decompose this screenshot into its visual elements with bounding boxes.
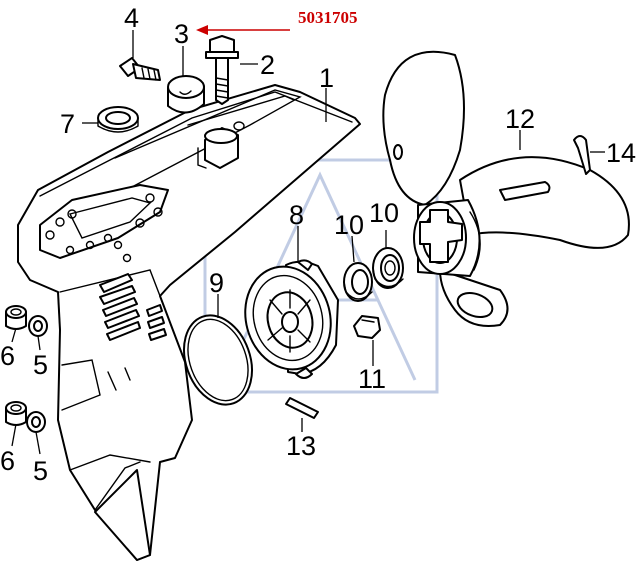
seal-part-7: [97, 106, 139, 133]
spacer-part-3: [167, 75, 205, 114]
reference-number: 5031705: [298, 8, 358, 27]
callout-number: 11: [358, 364, 386, 394]
leader-lines: [11, 30, 605, 455]
callout-number: 4: [124, 3, 139, 33]
callout-number: 5: [33, 456, 48, 486]
callout-number: 10: [369, 198, 399, 228]
callout-number: 5: [33, 350, 48, 380]
pin-part-13: [285, 397, 319, 419]
callout-number: 13: [286, 431, 316, 461]
gearcase-housing: [17, 84, 361, 561]
o-ring-part-9: [183, 314, 253, 406]
bolt-part-2: [205, 35, 239, 105]
callout-number: 3: [174, 19, 189, 49]
washer-part-5-upper: [28, 315, 48, 337]
callout-number: 7: [60, 109, 75, 139]
callout-number: 6: [0, 446, 15, 476]
callout-number: 10: [334, 210, 364, 240]
oil-seal-part-10-right: [372, 247, 404, 289]
bolt-part-11: [353, 315, 381, 339]
drain-plug-part-6-upper: [5, 305, 27, 330]
callout-number: 6: [0, 341, 15, 371]
oil-seal-part-10-left: [343, 262, 373, 302]
callout-number: 9: [209, 268, 224, 298]
bolt-part-4: [119, 57, 161, 81]
drain-plug-part-6-lower: [5, 401, 27, 426]
propeller-part-12: [382, 50, 630, 327]
bearing-housing-part-8: [244, 259, 339, 379]
callout-number: 14: [606, 138, 636, 168]
washer-part-5-lower: [26, 411, 46, 433]
reference-callout: 5031705: [196, 8, 358, 35]
callout-number: 1: [319, 63, 334, 93]
callout-number: 2: [260, 50, 275, 80]
callout-labels: 4 3 2 1 7 8 9 10 10 11 13 12 14 6 5 6 5: [0, 3, 636, 486]
cotter-pin-part-14: [573, 135, 591, 175]
callout-number: 8: [289, 200, 304, 230]
callout-number: 12: [505, 104, 535, 134]
